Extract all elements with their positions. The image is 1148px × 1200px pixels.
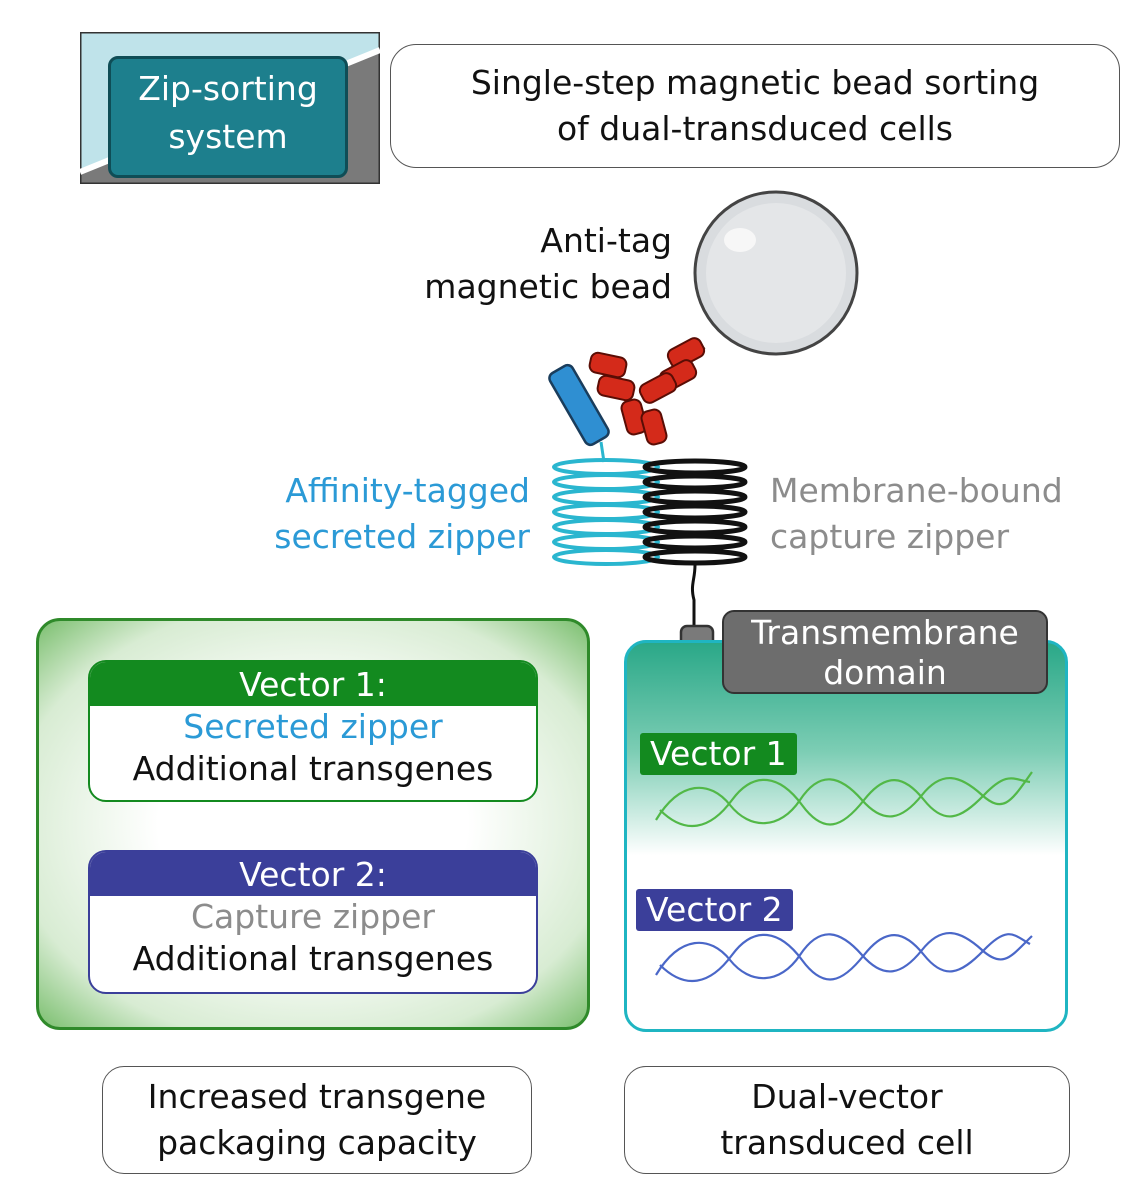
footer-right-line-2: transduced cell xyxy=(720,1123,974,1162)
secreted-label-line-2: secreted zipper xyxy=(274,517,530,556)
transduced-cell xyxy=(624,640,1068,1032)
secreted-label-line-1: Affinity-tagged xyxy=(285,471,530,510)
vector2-dna-strand xyxy=(655,932,1033,983)
header-box: Single-step magnetic bead sorting of dua… xyxy=(390,44,1120,168)
secreted-zipper-coil xyxy=(552,458,660,566)
bead-label-line-2: magnetic bead xyxy=(424,267,672,306)
vector-dna-graphic xyxy=(655,771,1033,983)
cell-vector2-tag: Vector 2 xyxy=(636,889,793,931)
tm-label-line-2: domain xyxy=(823,653,947,692)
tm-label-line-1: Transmembrane xyxy=(751,613,1019,652)
bead-label: Anti-tag magnetic bead xyxy=(380,218,672,310)
vector1-card-title: Vector 1: xyxy=(90,662,536,706)
capture-zipper-coil xyxy=(642,458,748,566)
vector1-card-line-1: Secreted zipper xyxy=(183,707,443,746)
vector2-card: Vector 2: Capture zipper Additional tran… xyxy=(88,850,538,994)
footer-left-box: Increased transgene packaging capacity xyxy=(102,1066,532,1174)
footer-right-line-1: Dual-vector xyxy=(751,1077,943,1116)
footer-left-line-1: Increased transgene xyxy=(147,1077,487,1116)
badge-line-1: Zip-sorting xyxy=(138,69,318,108)
vector1-card: Vector 1: Secreted zipper Additional tra… xyxy=(88,660,538,802)
footer-left-line-2: packaging capacity xyxy=(157,1123,477,1162)
footer-right-box: Dual-vector transduced cell xyxy=(624,1066,1070,1174)
magnetic-bead xyxy=(693,190,859,356)
badge-title: Zip-sorting system xyxy=(108,56,348,178)
anti-tag-antibody xyxy=(588,337,706,446)
vector2-card-title: Vector 2: xyxy=(90,852,536,896)
bead-label-line-1: Anti-tag xyxy=(540,221,672,260)
cell-vector1-tag: Vector 1 xyxy=(640,733,797,775)
badge-line-2: system xyxy=(168,117,288,156)
header-line-1: Single-step magnetic bead sorting xyxy=(470,63,1040,102)
capture-label-line-2: capture zipper xyxy=(770,517,1010,556)
zip-sorting-badge: Zip-sorting system xyxy=(80,32,380,184)
capture-zipper-label: Membrane-bound capture zipper xyxy=(770,468,1130,560)
vector1-card-line-2: Additional transgenes xyxy=(132,749,494,788)
capture-zipper-tether xyxy=(690,564,697,628)
transmembrane-label: Transmembrane domain xyxy=(722,610,1048,694)
secreted-zipper-label: Affinity-tagged secreted zipper xyxy=(200,468,530,560)
capture-label-line-1: Membrane-bound xyxy=(770,471,1063,510)
vector1-dna-strand xyxy=(655,771,1033,828)
vector2-card-line-2: Additional transgenes xyxy=(132,939,494,978)
vector2-card-line-1: Capture zipper xyxy=(191,897,435,936)
header-line-2: of dual-transduced cells xyxy=(556,109,954,148)
